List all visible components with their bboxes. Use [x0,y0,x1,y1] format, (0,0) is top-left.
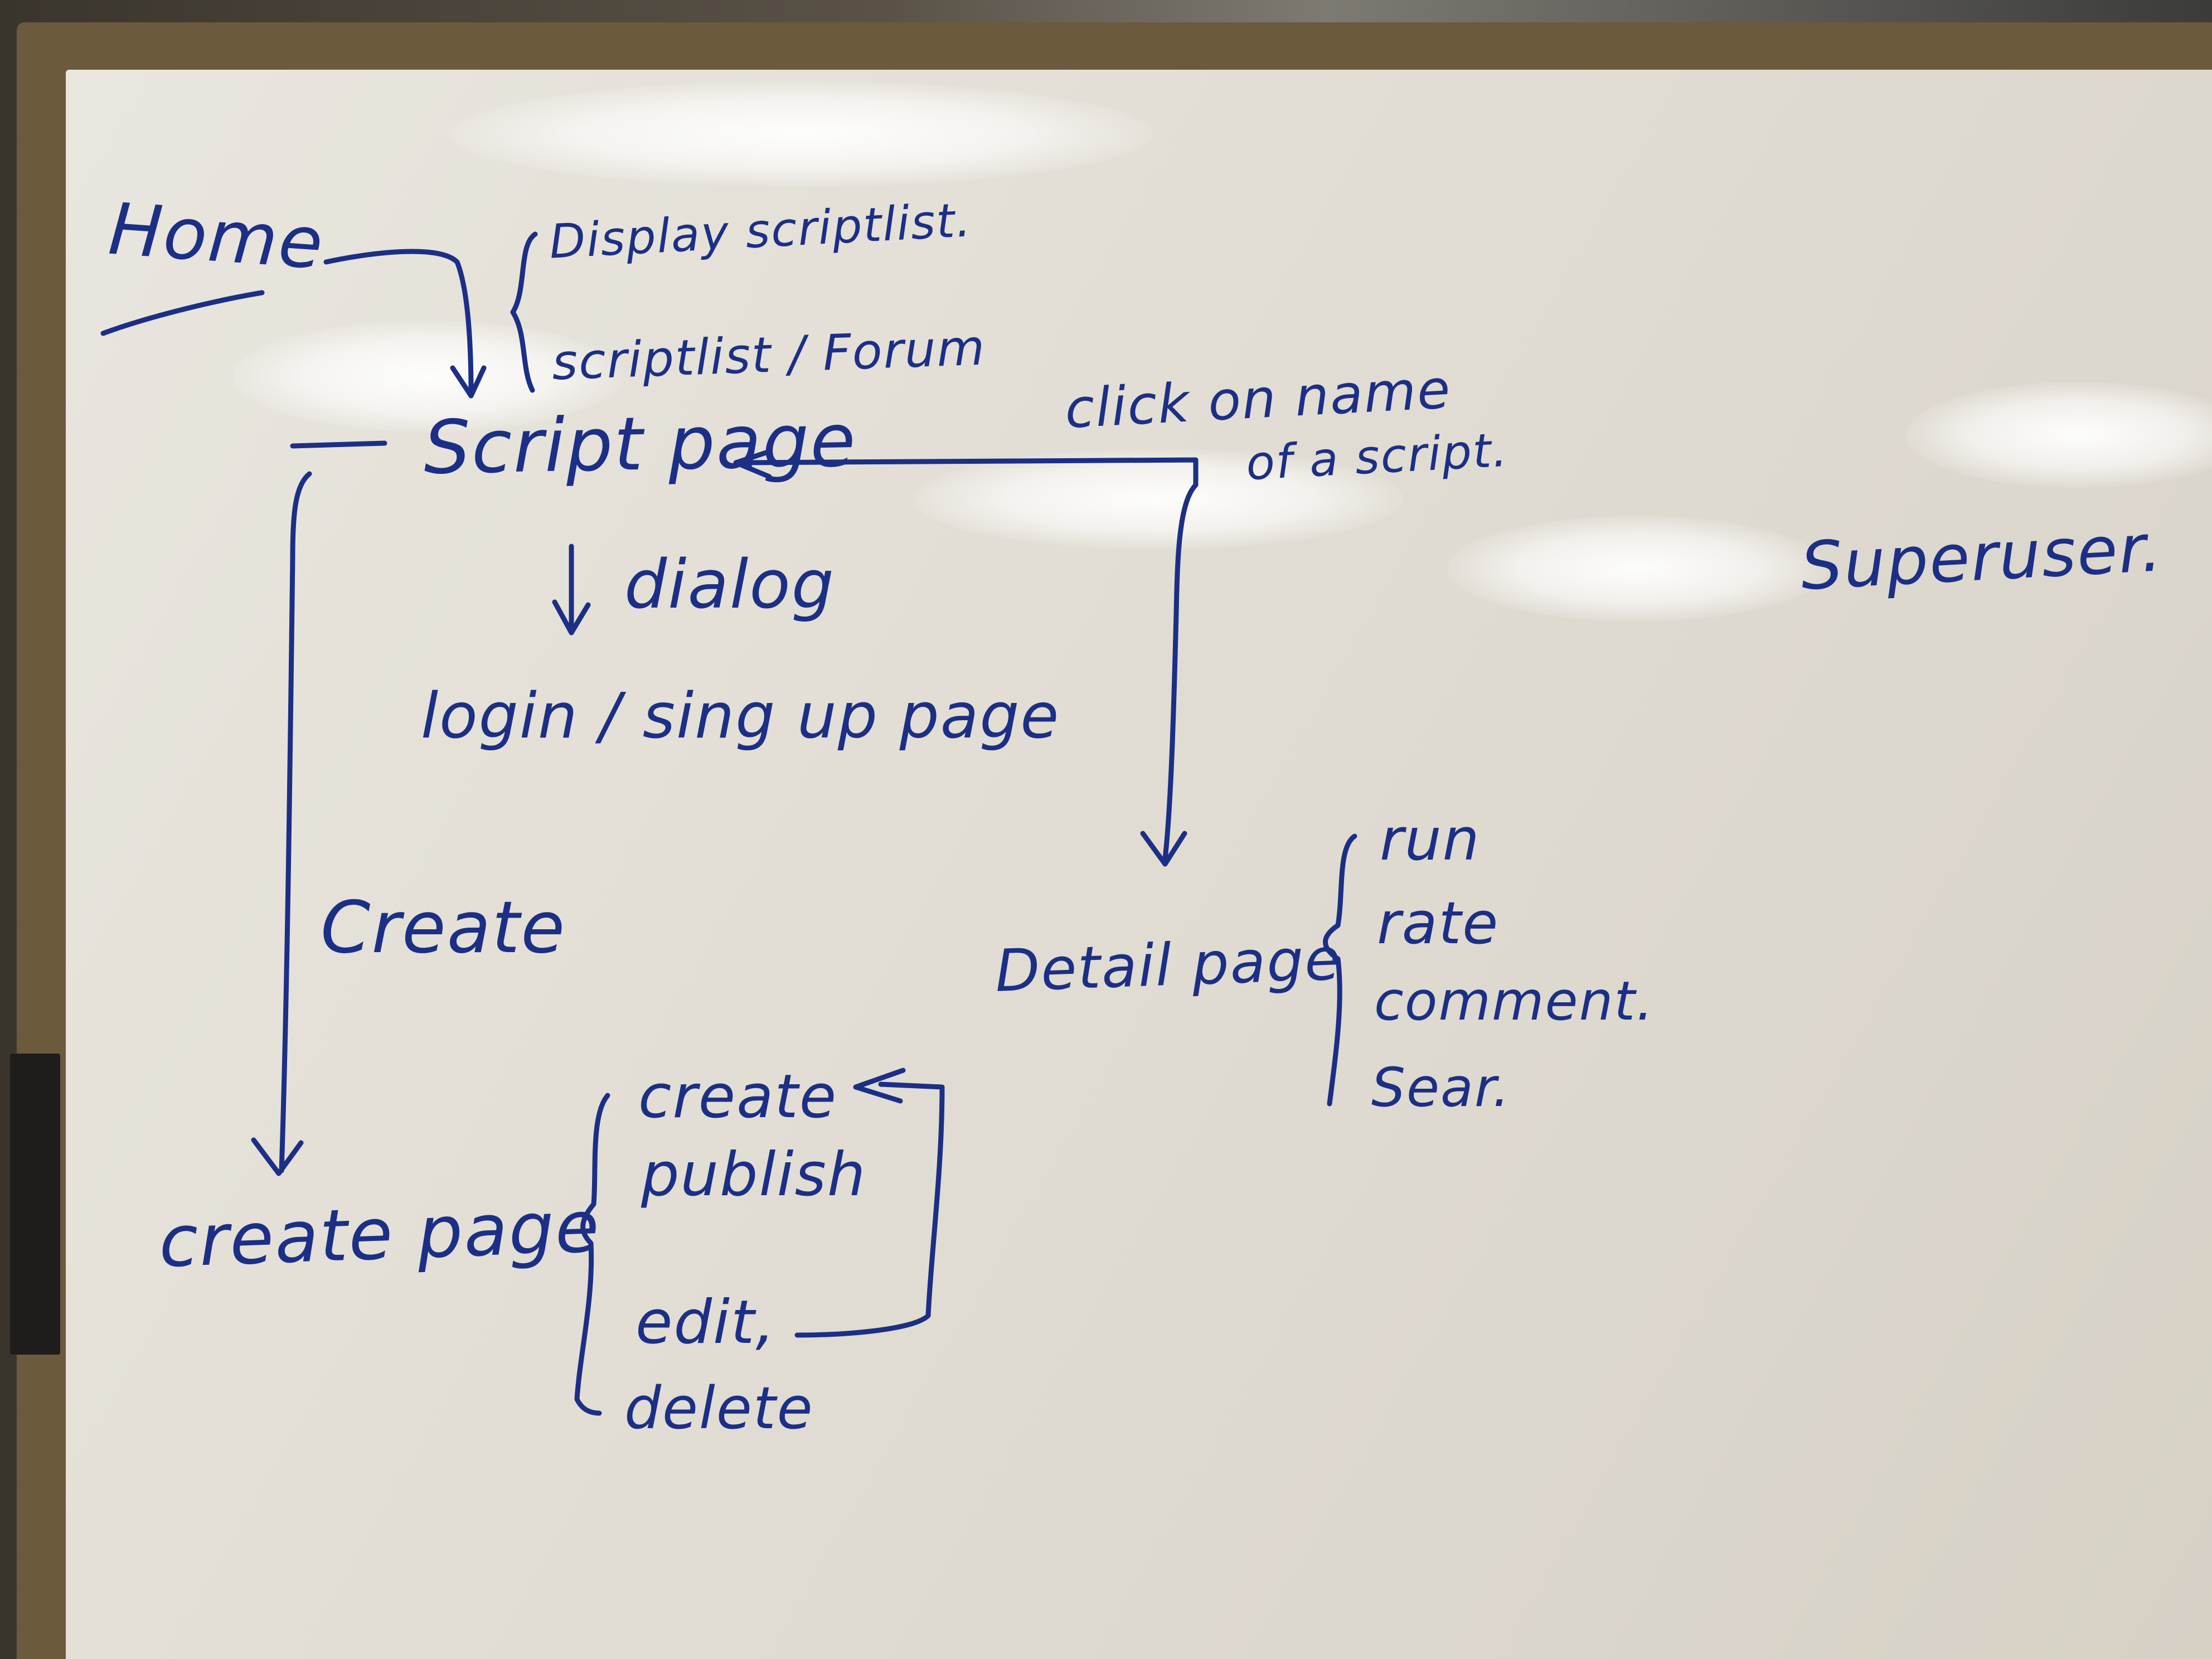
detail-action-rate: rate [1377,889,1500,957]
arrow-to-detail [1162,482,1199,861]
home-underline [100,290,265,336]
create-action-edit: edit, [636,1288,776,1357]
create-action-publish: publish [641,1140,867,1210]
arrowhead-home-to-script [450,365,487,399]
arrowhead-click-name-to-script [733,449,772,479]
create-label: Create [321,886,566,969]
detail-actions-brace [1323,833,1357,1107]
create-page-label: create page [157,1185,601,1284]
arrowhead-edit-to-create [853,1068,906,1104]
whiteboard [66,70,2212,1659]
arrowhead-dialog [552,599,591,636]
light-glare [450,81,1153,187]
home-options-brace [510,231,538,393]
home-label: Home [106,187,327,286]
light-glare [1905,382,2212,488]
detail-page-label: Detail page [994,925,1343,1005]
arrowhead-script-to-create [251,1137,304,1176]
script-page-label: Script page [423,397,857,491]
arrowhead-to-detail [1140,831,1187,867]
script-page-dash [290,440,387,449]
board-clip [10,1054,60,1355]
light-glare [233,321,623,432]
arrow-edit-to-create [794,1081,945,1338]
arrow-home-to-script [323,249,474,396]
create-action-create: create [638,1062,838,1132]
detail-action-run: run [1380,806,1481,874]
detail-action-comment: comment. [1374,970,1655,1032]
create-actions-brace [574,1093,610,1416]
login-signup-label: login / sing up page [421,680,1060,753]
dialog-label: dialog [624,546,835,624]
light-glare [1448,516,1827,622]
detail-action-search: Sear. [1371,1056,1511,1119]
light-glare [913,449,1404,549]
arrow-script-to-create [279,471,312,1173]
create-action-delete: delete [624,1374,814,1442]
arrow-click-name-to-script [739,457,1199,488]
